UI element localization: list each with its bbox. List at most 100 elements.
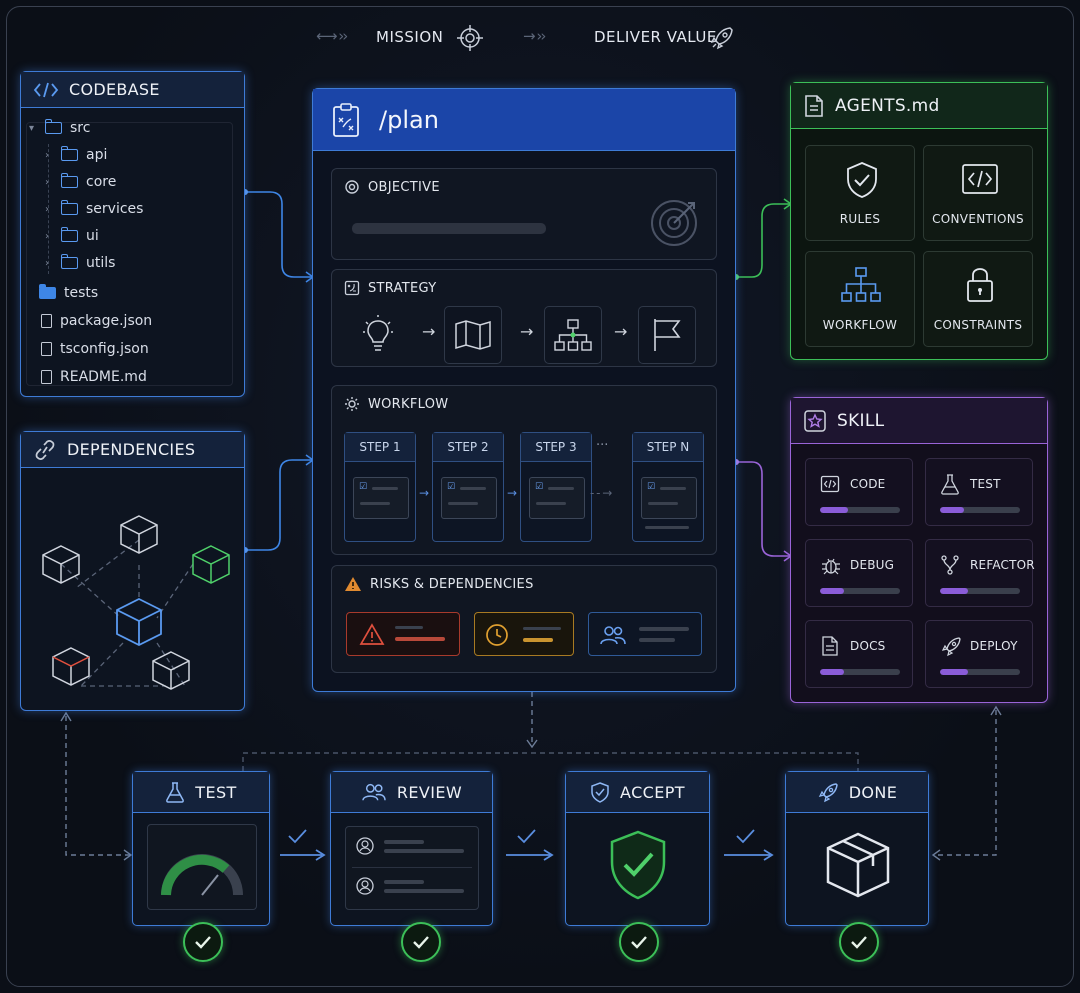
- text-placeholder: [536, 502, 566, 505]
- checkbox-icon: ☑: [447, 482, 456, 492]
- stage-accept-label: ACCEPT: [620, 782, 685, 802]
- text-placeholder: [360, 502, 390, 505]
- tree-guide: [48, 144, 50, 274]
- skill-level-fill: [820, 669, 844, 675]
- tree-item-tsconfig-json[interactable]: tsconfig.json: [41, 341, 149, 357]
- step-2-card[interactable]: STEP 2 ☑: [432, 432, 504, 542]
- tree-item-ui[interactable]: ›ui: [45, 227, 99, 244]
- skill-tile-docs[interactable]: DOCS: [805, 620, 913, 688]
- agents-title: AGENTS.md: [835, 95, 940, 116]
- stage-review[interactable]: REVIEW: [330, 771, 493, 926]
- stage-test[interactable]: TEST: [132, 771, 270, 926]
- skill-level-bar: [940, 507, 1020, 513]
- code-icon: [33, 82, 59, 97]
- skill-level-fill: [940, 669, 968, 675]
- checkbox-icon: ☑: [535, 482, 544, 492]
- review-box: [345, 826, 479, 910]
- check-icon: [631, 936, 647, 949]
- chevron-right-icon: ›: [45, 230, 49, 242]
- agents-tile-rules[interactable]: RULES: [805, 145, 915, 241]
- dependency-graph: [42, 515, 230, 690]
- package-blue-icon: [116, 597, 162, 647]
- chevron-right-icon: ›: [45, 176, 49, 188]
- tree-item-label: tsconfig.json: [60, 341, 149, 357]
- hierarchy-step: [544, 306, 602, 364]
- hierarchy-icon: [554, 319, 592, 351]
- lock-icon: [967, 268, 993, 302]
- clock-icon: [486, 624, 508, 646]
- users-icon: [362, 783, 386, 801]
- agents-tile-workflow[interactable]: WORKFLOW: [805, 251, 915, 347]
- text-placeholder: [645, 526, 689, 529]
- stage-done[interactable]: DONE: [785, 771, 929, 926]
- tree-container: [26, 122, 233, 386]
- tree-item-label: utils: [86, 255, 116, 271]
- checkbox-icon: ☑: [647, 482, 656, 492]
- tree-item-package-json[interactable]: package.json: [41, 313, 152, 329]
- check-badge-done: [839, 922, 879, 962]
- text-placeholder: [648, 502, 678, 505]
- skill-tile-debug[interactable]: DEBUG: [805, 539, 913, 607]
- map-icon: [455, 320, 491, 350]
- users-icon: [600, 626, 626, 645]
- tree-item-services[interactable]: ›services: [45, 200, 143, 217]
- arrow-right-icon: →: [614, 322, 628, 341]
- stage-done-label: DONE: [848, 782, 898, 802]
- rocket-icon: [710, 27, 733, 50]
- risk-item-time[interactable]: [474, 612, 574, 656]
- skill-level-bar: [820, 669, 900, 675]
- stage-test-label: TEST: [195, 782, 237, 802]
- bug-icon: [822, 558, 840, 575]
- rocket-icon: [941, 637, 961, 657]
- tile-label: RULES: [839, 212, 881, 226]
- task-card: ☑: [641, 477, 697, 519]
- package-box-icon: [42, 515, 190, 690]
- flow-arrows-icon-2: → ››: [523, 27, 546, 45]
- strategy-icon: [344, 280, 360, 296]
- step-3-card[interactable]: STEP 3 ☑: [520, 432, 592, 542]
- skill-tile-test[interactable]: TEST: [925, 458, 1033, 526]
- rocket-icon: [818, 783, 838, 803]
- task-card: ☑: [529, 477, 585, 519]
- skill-level-fill: [940, 507, 964, 513]
- tile-label: CONVENTIONS: [932, 212, 1024, 226]
- risk-item-team[interactable]: [588, 612, 702, 656]
- tree-item-src[interactable]: ▾src: [29, 119, 90, 136]
- tree-item-readme-md[interactable]: README.md: [41, 369, 147, 385]
- risk-item-warning[interactable]: [346, 612, 460, 656]
- text-placeholder: [384, 880, 424, 884]
- stage-accept[interactable]: ACCEPT: [565, 771, 710, 926]
- step-n-card[interactable]: STEP N ☑: [632, 432, 704, 542]
- agents-tile-constraints[interactable]: CONSTRAINTS: [923, 251, 1033, 347]
- check-icon: [413, 936, 429, 949]
- divider: [352, 867, 472, 868]
- file-icon: [41, 370, 52, 384]
- risks-label: RISKS & DEPENDENCIES: [370, 576, 534, 592]
- tree-item-tests[interactable]: tests: [38, 284, 98, 301]
- workflow-heading: WORKFLOW: [344, 396, 448, 412]
- skill-tile-refactor[interactable]: REFACTOR: [925, 539, 1035, 607]
- dependencies-title: DEPENDENCIES: [67, 440, 196, 459]
- tree-item-core[interactable]: ›core: [45, 173, 116, 190]
- tree-item-utils[interactable]: › utils: [45, 254, 116, 271]
- text-placeholder: [384, 849, 464, 853]
- agents-header: AGENTS.md: [791, 83, 1047, 129]
- agents-tile-conventions[interactable]: CONVENTIONS: [923, 145, 1033, 241]
- text-placeholder: [384, 889, 464, 893]
- skill-header: SKILL: [791, 398, 1047, 444]
- hierarchy-icon: [841, 267, 881, 302]
- chevron-right-icon: ›: [45, 257, 49, 269]
- dependencies-header: DEPENDENCIES: [21, 432, 244, 468]
- folder-icon: [60, 200, 78, 215]
- objective-heading: OBJECTIVE: [344, 179, 440, 195]
- clipboard-icon: [333, 102, 359, 137]
- tile-label: CODE: [850, 477, 886, 491]
- skill-tile-code[interactable]: CODE: [805, 458, 913, 526]
- gauge-icon: [161, 854, 243, 896]
- dashed-arrow-icon: - - →: [590, 486, 612, 500]
- crosshair-icon: [457, 25, 483, 51]
- tree-item-api[interactable]: ›api: [45, 146, 107, 163]
- step-1-card[interactable]: STEP 1 ☑: [344, 432, 416, 542]
- skill-tile-deploy[interactable]: DEPLOY: [925, 620, 1033, 688]
- warning-icon: [345, 577, 361, 591]
